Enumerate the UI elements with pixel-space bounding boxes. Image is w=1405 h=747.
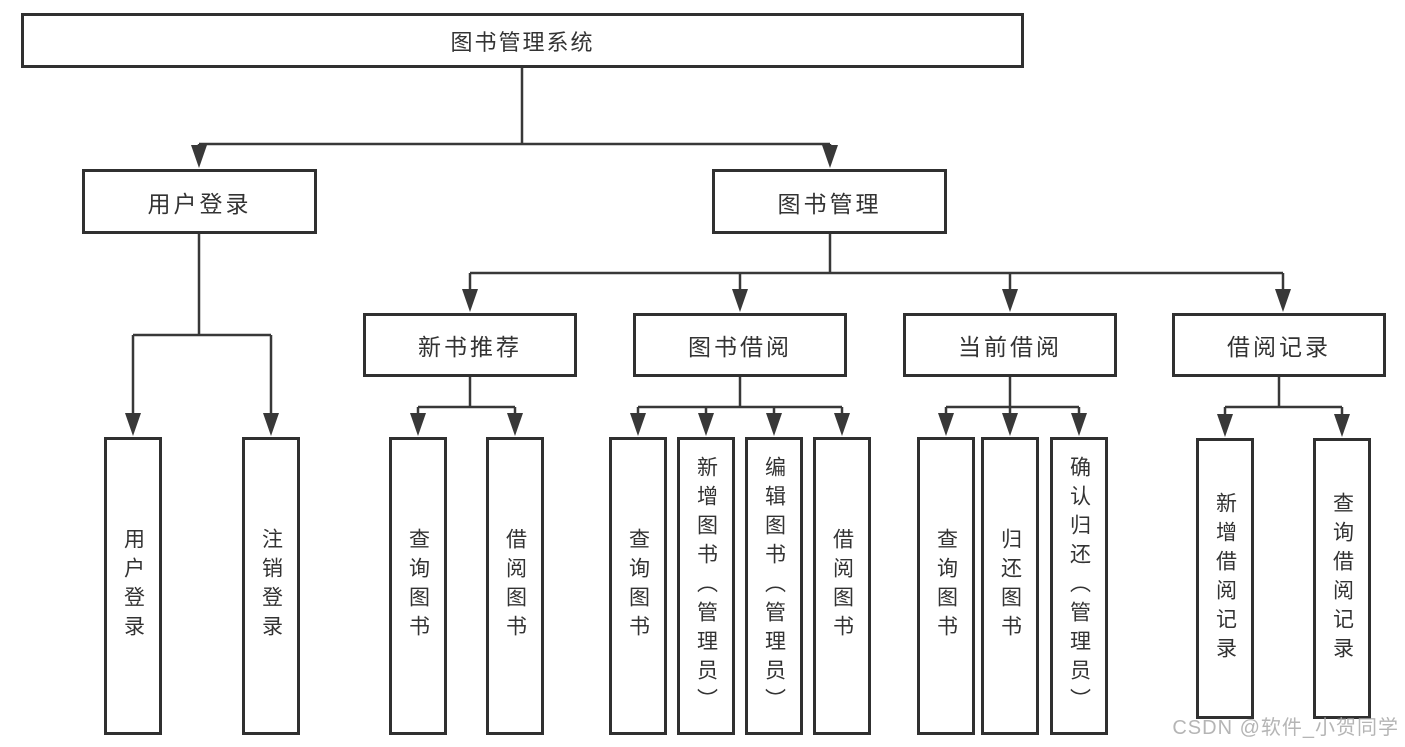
node-leaf-add-books-admin: 新增图书（管理员） [677,437,735,735]
node-leaf-add-borrow-record: 新增借阅记录 [1196,438,1254,719]
node-leaf-query-borrow-record: 查询借阅记录 [1313,438,1371,719]
node-leaf-user-login: 用户登录 [104,437,162,735]
csdn-watermark: CSDN @软件_小贺同学 [1172,717,1399,739]
node-leaf-edit-books-admin: 编辑图书（管理员） [745,437,803,735]
node-leaf-borrow-books: 借阅图书 [813,437,871,735]
node-user-login: 用户登录 [82,169,317,234]
node-new-book-recommend: 新书推荐 [363,313,577,377]
node-leaf-query-books-borrow: 查询图书 [609,437,667,735]
node-borrow-records: 借阅记录 [1172,313,1386,377]
node-leaf-borrow-books-recommend: 借阅图书 [486,437,544,735]
node-leaf-return-books: 归还图书 [981,437,1039,735]
arrowheads-group [125,145,1350,437]
node-book-management: 图书管理 [712,169,947,234]
node-current-borrow: 当前借阅 [903,313,1117,377]
node-leaf-query-books-current: 查询图书 [917,437,975,735]
node-leaf-query-books-recommend: 查询图书 [389,437,447,735]
node-root-system: 图书管理系统 [21,13,1024,68]
node-leaf-logout: 注销登录 [242,437,300,735]
node-leaf-confirm-return-admin: 确认归还（管理员） [1050,437,1108,735]
node-book-borrow: 图书借阅 [633,313,847,377]
